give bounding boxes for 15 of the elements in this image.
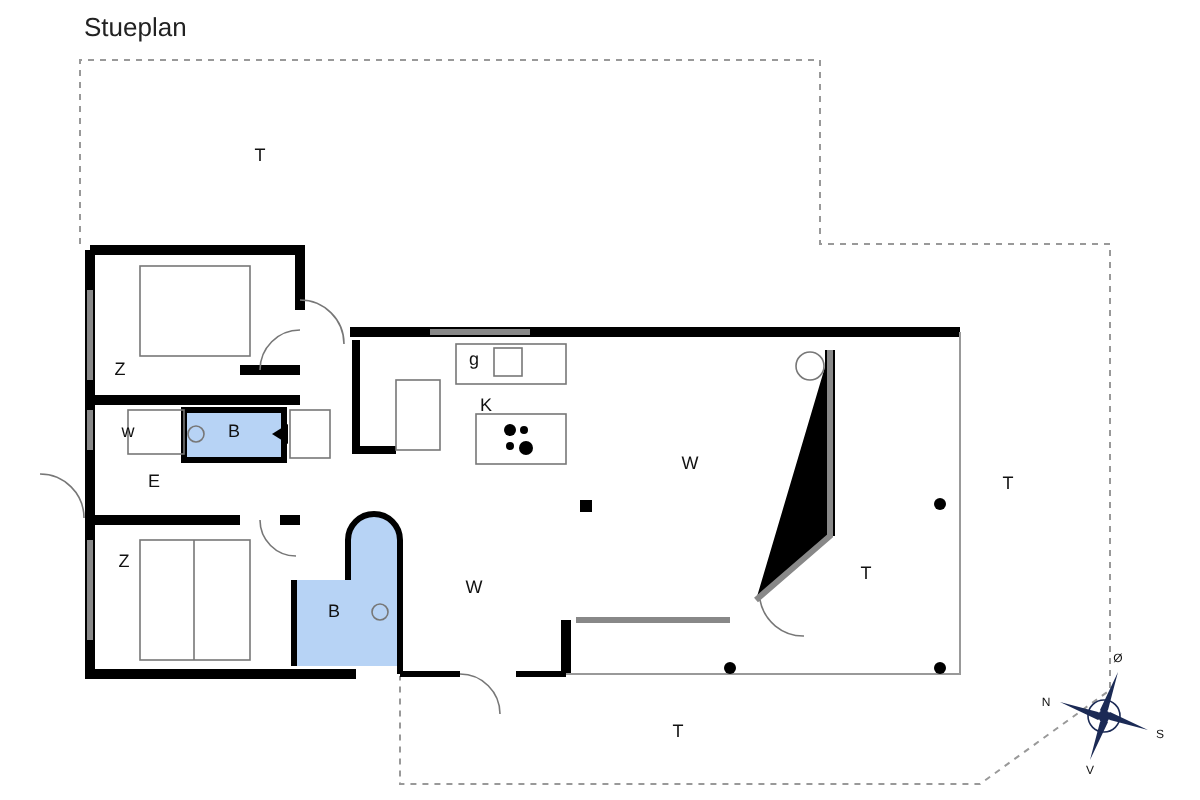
room-label: g	[469, 351, 479, 369]
room-label: T	[1002, 475, 1014, 493]
room-label: W	[681, 455, 699, 473]
room-label: K	[480, 397, 492, 415]
room-label: T	[672, 723, 684, 741]
room-label: Z	[118, 553, 130, 571]
room-label: B	[328, 603, 340, 621]
plan-title: Stueplan	[84, 12, 187, 42]
room-label: T	[860, 565, 872, 583]
room-label: T	[254, 147, 266, 165]
room-label: w	[121, 423, 135, 441]
room-label: E	[148, 473, 160, 491]
room-label: B	[228, 423, 240, 441]
room-label: W	[465, 579, 483, 597]
room-label: Z	[114, 361, 126, 379]
